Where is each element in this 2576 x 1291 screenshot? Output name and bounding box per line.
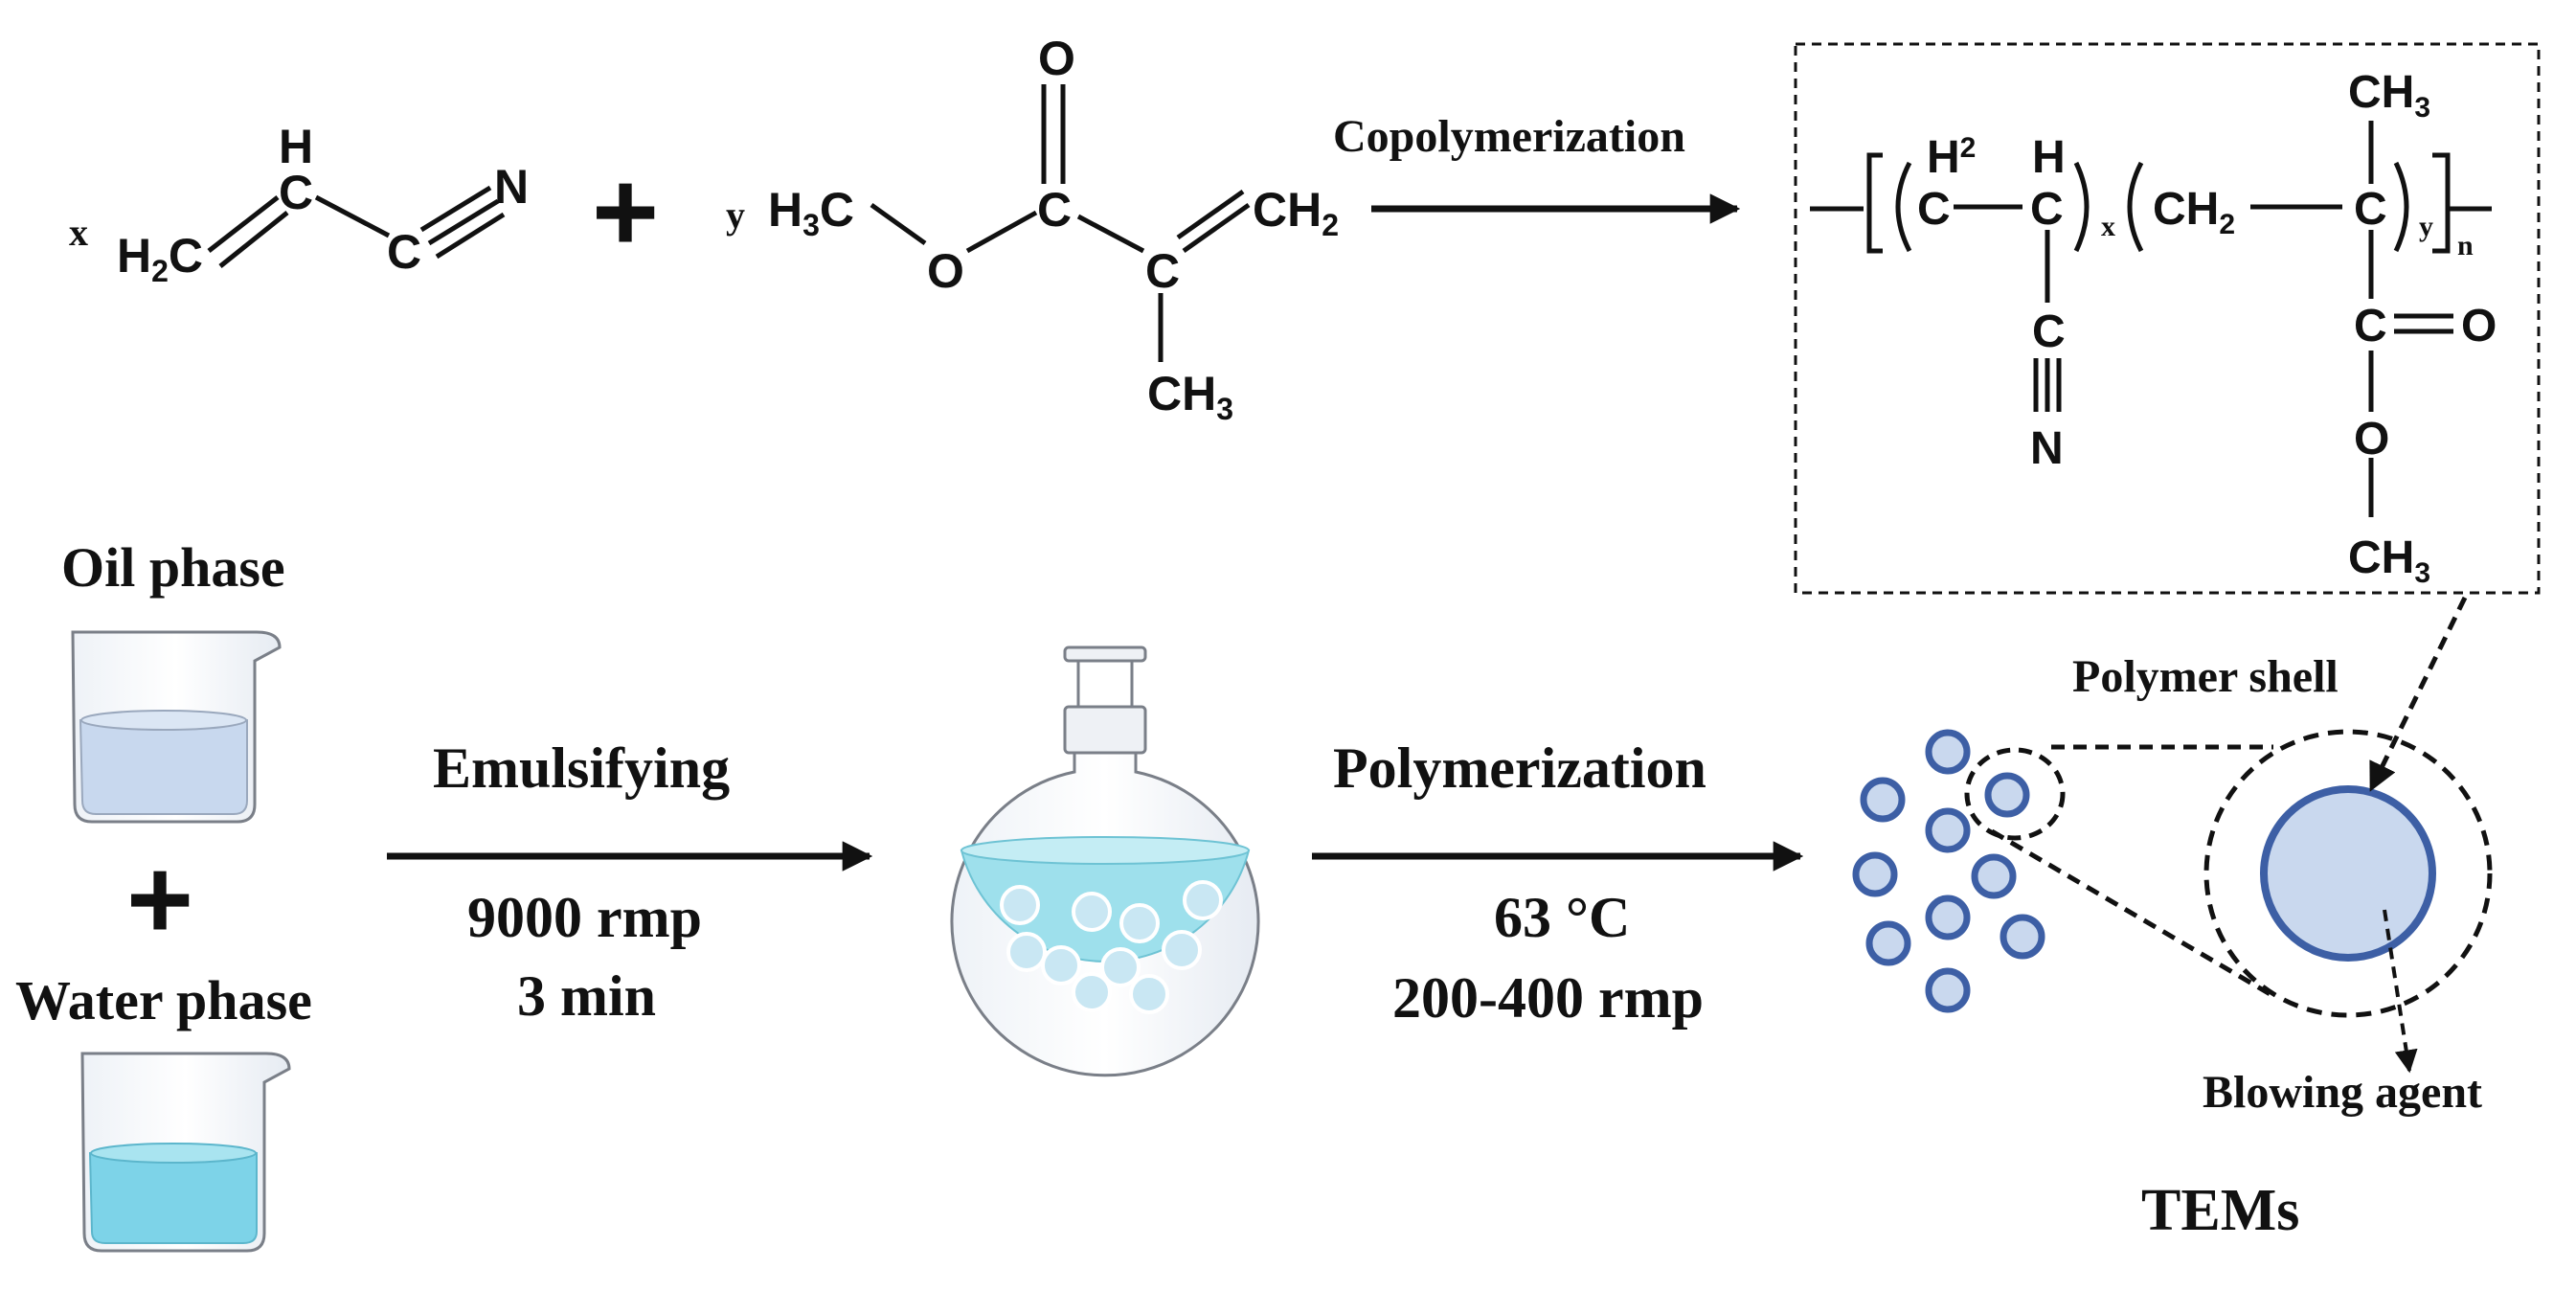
plus-sign: +	[126, 835, 193, 963]
subscript-2: 2	[2219, 209, 2235, 240]
coefficient-y: y	[726, 193, 745, 237]
oil-phase-beaker	[71, 630, 282, 824]
water-phase-label: Water phase	[15, 969, 312, 1031]
svg-text:CH2: CH2	[2153, 184, 2235, 240]
svg-text:CH2: CH2	[1253, 183, 1339, 242]
atom-n: N	[494, 160, 529, 214]
atom-c: C	[1917, 184, 1951, 235]
zoom-ellipse	[1964, 747, 2066, 841]
svg-text:H2: H2	[1927, 132, 1976, 183]
blowing-agent-core	[2260, 785, 2436, 962]
subscript-x: x	[2101, 211, 2115, 242]
atom-o: O	[2354, 414, 2389, 464]
subscript-3: 3	[2414, 557, 2430, 589]
structure-to-shell-arrow	[2368, 596, 2468, 792]
atom-c: C	[1037, 183, 1072, 237]
atom-h: H	[2032, 132, 2066, 183]
copolymer-structure: C H2 H C x CH2 C y n CH3 C N C O O CH3	[1794, 42, 2541, 595]
atom-o: O	[1038, 32, 1075, 85]
emulsifying-time: 3 min	[517, 964, 656, 1028]
svg-text:CH3: CH3	[2348, 532, 2430, 589]
atom-c: C	[2354, 301, 2387, 351]
flask-droplets	[1000, 880, 1223, 1014]
polymerization-label: Polymerization	[1333, 736, 1706, 800]
polymer-shell-label: Polymer shell	[2072, 651, 2339, 702]
acrylonitrile-bonds	[207, 185, 506, 268]
subscript-2: 2	[1960, 132, 1977, 164]
acrylonitrile-structure: x H2C H C C N	[69, 120, 529, 288]
atom-c: C	[2030, 184, 2064, 235]
atom-ch: CH	[1253, 183, 1322, 237]
core-to-blowing-agent-arrow	[2383, 909, 2418, 1074]
subscript-3: 3	[802, 208, 820, 242]
mma-bonds	[870, 84, 1251, 362]
atom-c: C	[820, 183, 854, 237]
atom-c: C	[279, 166, 313, 219]
round-bottom-flask	[950, 646, 1260, 1077]
atom-h: H	[1927, 132, 1960, 183]
microsphere-cluster	[1852, 729, 2045, 1013]
svg-text:H3C: H3C	[768, 183, 854, 242]
emulsifying-label: Emulsifying	[433, 736, 730, 800]
subscript-2: 2	[1322, 208, 1339, 242]
emulsifying-speed: 9000 rmp	[467, 886, 702, 949]
polymer-shell-outline	[2203, 729, 2493, 1018]
blowing-agent-label: Blowing agent	[2203, 1067, 2482, 1118]
atom-c: C	[2032, 306, 2066, 357]
methyl-methacrylate-structure: y H3C O C O C CH2 CH3	[726, 32, 1339, 426]
subscript-2: 2	[151, 254, 169, 288]
polymerization-temperature: 63 °C	[1494, 886, 1630, 949]
subscript-3: 3	[1216, 392, 1233, 426]
atom-c: C	[387, 225, 421, 279]
svg-text:H2C: H2C	[117, 229, 203, 288]
atom-ch: CH	[2153, 184, 2219, 235]
atom-h: H	[279, 120, 313, 173]
atom-ch: CH	[1147, 367, 1216, 420]
atom-h: H	[768, 183, 802, 237]
subscript-n: n	[2457, 230, 2474, 261]
atom-ch: CH	[2348, 532, 2414, 583]
plus-sign: +	[592, 147, 659, 276]
atom-ch: CH	[2348, 67, 2414, 118]
copolymer-bonds	[1810, 121, 2492, 517]
copolymer-dashed-box	[1794, 42, 2541, 595]
svg-text:CH3: CH3	[2348, 67, 2430, 124]
atom-o: O	[927, 244, 964, 298]
atom-c: C	[169, 229, 203, 283]
atom-c: C	[1145, 244, 1180, 298]
atom-c: C	[2354, 184, 2387, 235]
atom-n: N	[2030, 423, 2064, 474]
oil-phase-label: Oil phase	[61, 536, 285, 599]
copolymerization-label: Copolymerization	[1333, 111, 1685, 162]
subscript-y: y	[2419, 211, 2433, 242]
polymerization-speed: 200-400 rmp	[1392, 966, 1704, 1030]
atom-o: O	[2461, 301, 2497, 351]
water-phase-beaker	[80, 1052, 291, 1253]
svg-text:CH3: CH3	[1147, 367, 1233, 426]
atom-h: H	[117, 229, 151, 283]
tems-label: TEMs	[2141, 1178, 2299, 1243]
subscript-3: 3	[2414, 92, 2430, 124]
coefficient-x: x	[69, 211, 88, 254]
